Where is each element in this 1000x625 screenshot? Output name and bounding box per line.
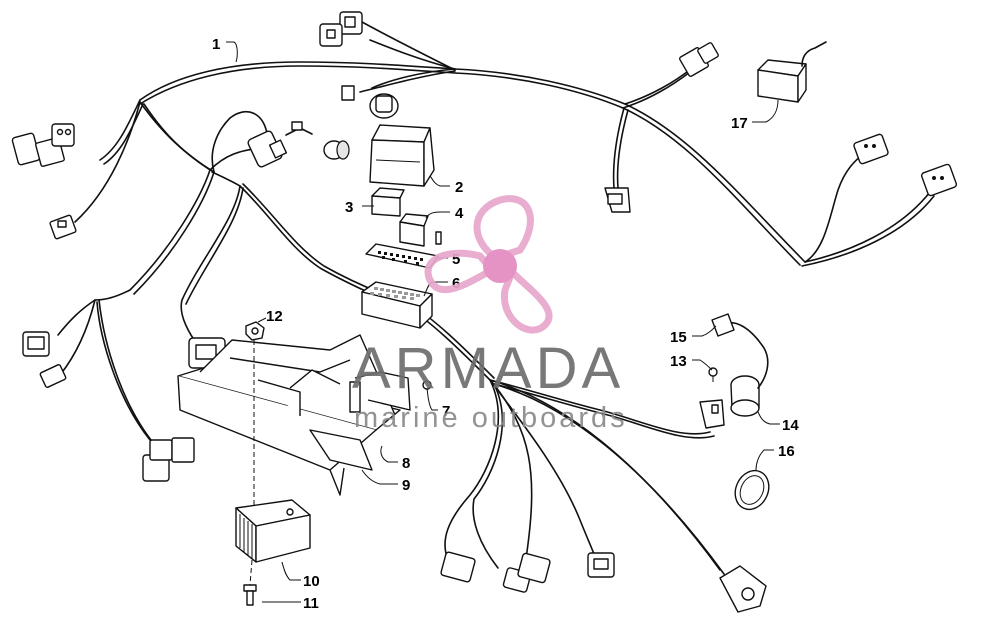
callout-2: 2 — [455, 179, 463, 196]
callout-11: 11 — [303, 595, 319, 612]
spark-plug-wire — [711, 313, 769, 389]
callout-10: 10 — [303, 573, 320, 590]
nut — [245, 321, 265, 341]
relay — [399, 213, 442, 247]
callout-8: 8 — [402, 455, 410, 472]
callout-14: 14 — [782, 417, 799, 434]
callout-15: 15 — [670, 329, 687, 346]
callout-13: 13 — [670, 353, 687, 370]
bolt — [243, 584, 257, 606]
callout-5: 5 — [452, 251, 460, 268]
connector-left-c — [22, 331, 50, 357]
connector-top-right — [679, 42, 719, 77]
callout-9: 9 — [402, 477, 410, 494]
connector-bottom-b — [502, 552, 551, 593]
propeller-logo-icon — [424, 195, 553, 334]
connector-left-e — [142, 437, 195, 482]
main-wiring-harness — [57, 21, 935, 575]
callout-6: 6 — [452, 275, 460, 292]
connector-mid-left — [247, 121, 350, 168]
ignition-coil — [699, 375, 760, 429]
callout-12: 12 — [266, 308, 283, 325]
callout-17: 17 — [731, 115, 748, 132]
harness-connectors — [11, 11, 958, 613]
fuse-block — [361, 281, 433, 329]
connector-left-b — [49, 214, 77, 240]
armada-watermark: ARMADA marine outboards — [352, 195, 628, 434]
callout-1: 1 — [212, 36, 220, 53]
callout-4: 4 — [455, 205, 464, 222]
connector-top-left-a — [11, 123, 75, 167]
connector-top-center-a — [319, 11, 363, 47]
screw — [708, 367, 718, 382]
callout-labels: 1 2 3 4 5 6 7 8 9 10 11 12 13 14 15 16 1… — [212, 36, 799, 612]
voltage-regulator — [235, 499, 311, 563]
connector-top-center-b — [341, 85, 399, 119]
callout-16: 16 — [778, 443, 795, 460]
connector-right-a — [853, 133, 889, 165]
leader-lines — [226, 41, 780, 603]
hose-clamp — [734, 469, 770, 511]
callout-3: 3 — [345, 199, 353, 216]
connector-right-b — [920, 163, 958, 197]
watermark-brand: ARMADA — [352, 336, 624, 401]
watermark-tagline: marine outboards — [354, 402, 628, 434]
connector-left-d — [39, 364, 67, 388]
connector-bottom-d — [719, 565, 767, 613]
electrical-tray — [177, 334, 411, 496]
connector-bottom-a — [440, 551, 476, 583]
relay-with-lead — [757, 41, 827, 103]
fuse-holder-small — [371, 187, 405, 217]
connector-right-down — [604, 187, 631, 213]
fuse-box-cover — [369, 124, 435, 187]
connector-bottom-c — [587, 552, 615, 578]
callout-7: 7 — [442, 403, 450, 420]
